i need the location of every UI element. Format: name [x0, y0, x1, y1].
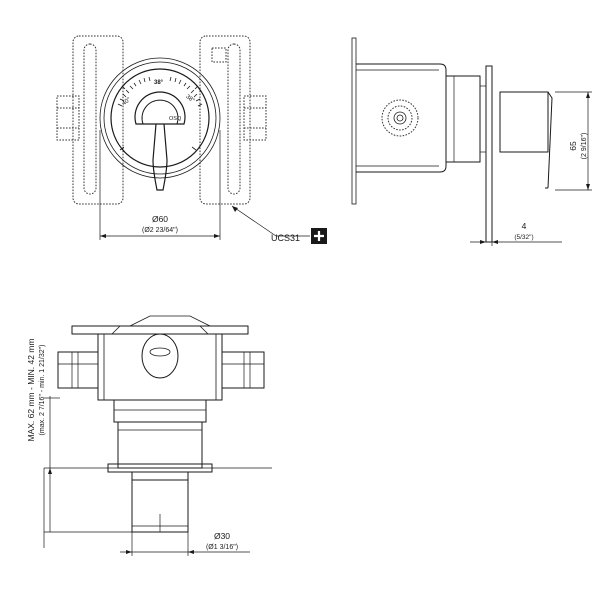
front-diameter-label: Ø60: [152, 214, 168, 224]
scale-label-left: 40°: [121, 96, 132, 107]
right-bracket: [199, 35, 267, 205]
scale-label-right: 38°: [184, 94, 195, 105]
front-view: 40° 38° 38° OSQ Ø60 (Ø2 23/64") UCS31: [56, 35, 327, 244]
side-view: 65 (2 9/16") 4 (5/32"): [351, 37, 592, 246]
section-diameter-imperial: (Ø1 3/16"): [206, 544, 238, 551]
side-height-label: 65: [568, 141, 578, 151]
scale-label-mid: 38°: [154, 80, 164, 86]
side-thickness-imperial: (5/32"): [514, 234, 533, 241]
side-thickness-label: 4: [522, 221, 527, 231]
callout-label: UCS31: [271, 233, 300, 243]
side-thickness-dimension: 4 (5/32"): [470, 200, 562, 246]
section-diameter-dimension: Ø30 (Ø1 3/16"): [120, 531, 250, 556]
ucs31-callout: UCS31: [231, 205, 327, 244]
lever-handle: [134, 91, 186, 191]
section-depth-imperial: (max. 2 7/16" - min. 1 21/32"): [39, 345, 46, 436]
section-depth-dimension: MAX. 62 mm - MIN. 42 mm (max. 2 7/16" - …: [26, 339, 132, 548]
section-diameter-label: Ø30: [214, 531, 230, 541]
section-depth-label: MAX. 62 mm - MIN. 42 mm: [26, 339, 36, 442]
scale-label-osq: OSQ: [169, 116, 182, 122]
left-bracket: [56, 35, 124, 205]
side-height-dimension: 65 (2 9/16"): [555, 91, 592, 191]
front-diameter-imperial: (Ø2 23/64"): [142, 227, 178, 234]
side-height-imperial: (2 9/16"): [581, 133, 588, 160]
front-diameter-dimension: Ø60 (Ø2 23/64"): [99, 130, 221, 240]
temperature-scale: [117, 76, 203, 107]
section-view: MAX. 62 mm - MIN. 42 mm (max. 2 7/16" - …: [26, 315, 272, 556]
